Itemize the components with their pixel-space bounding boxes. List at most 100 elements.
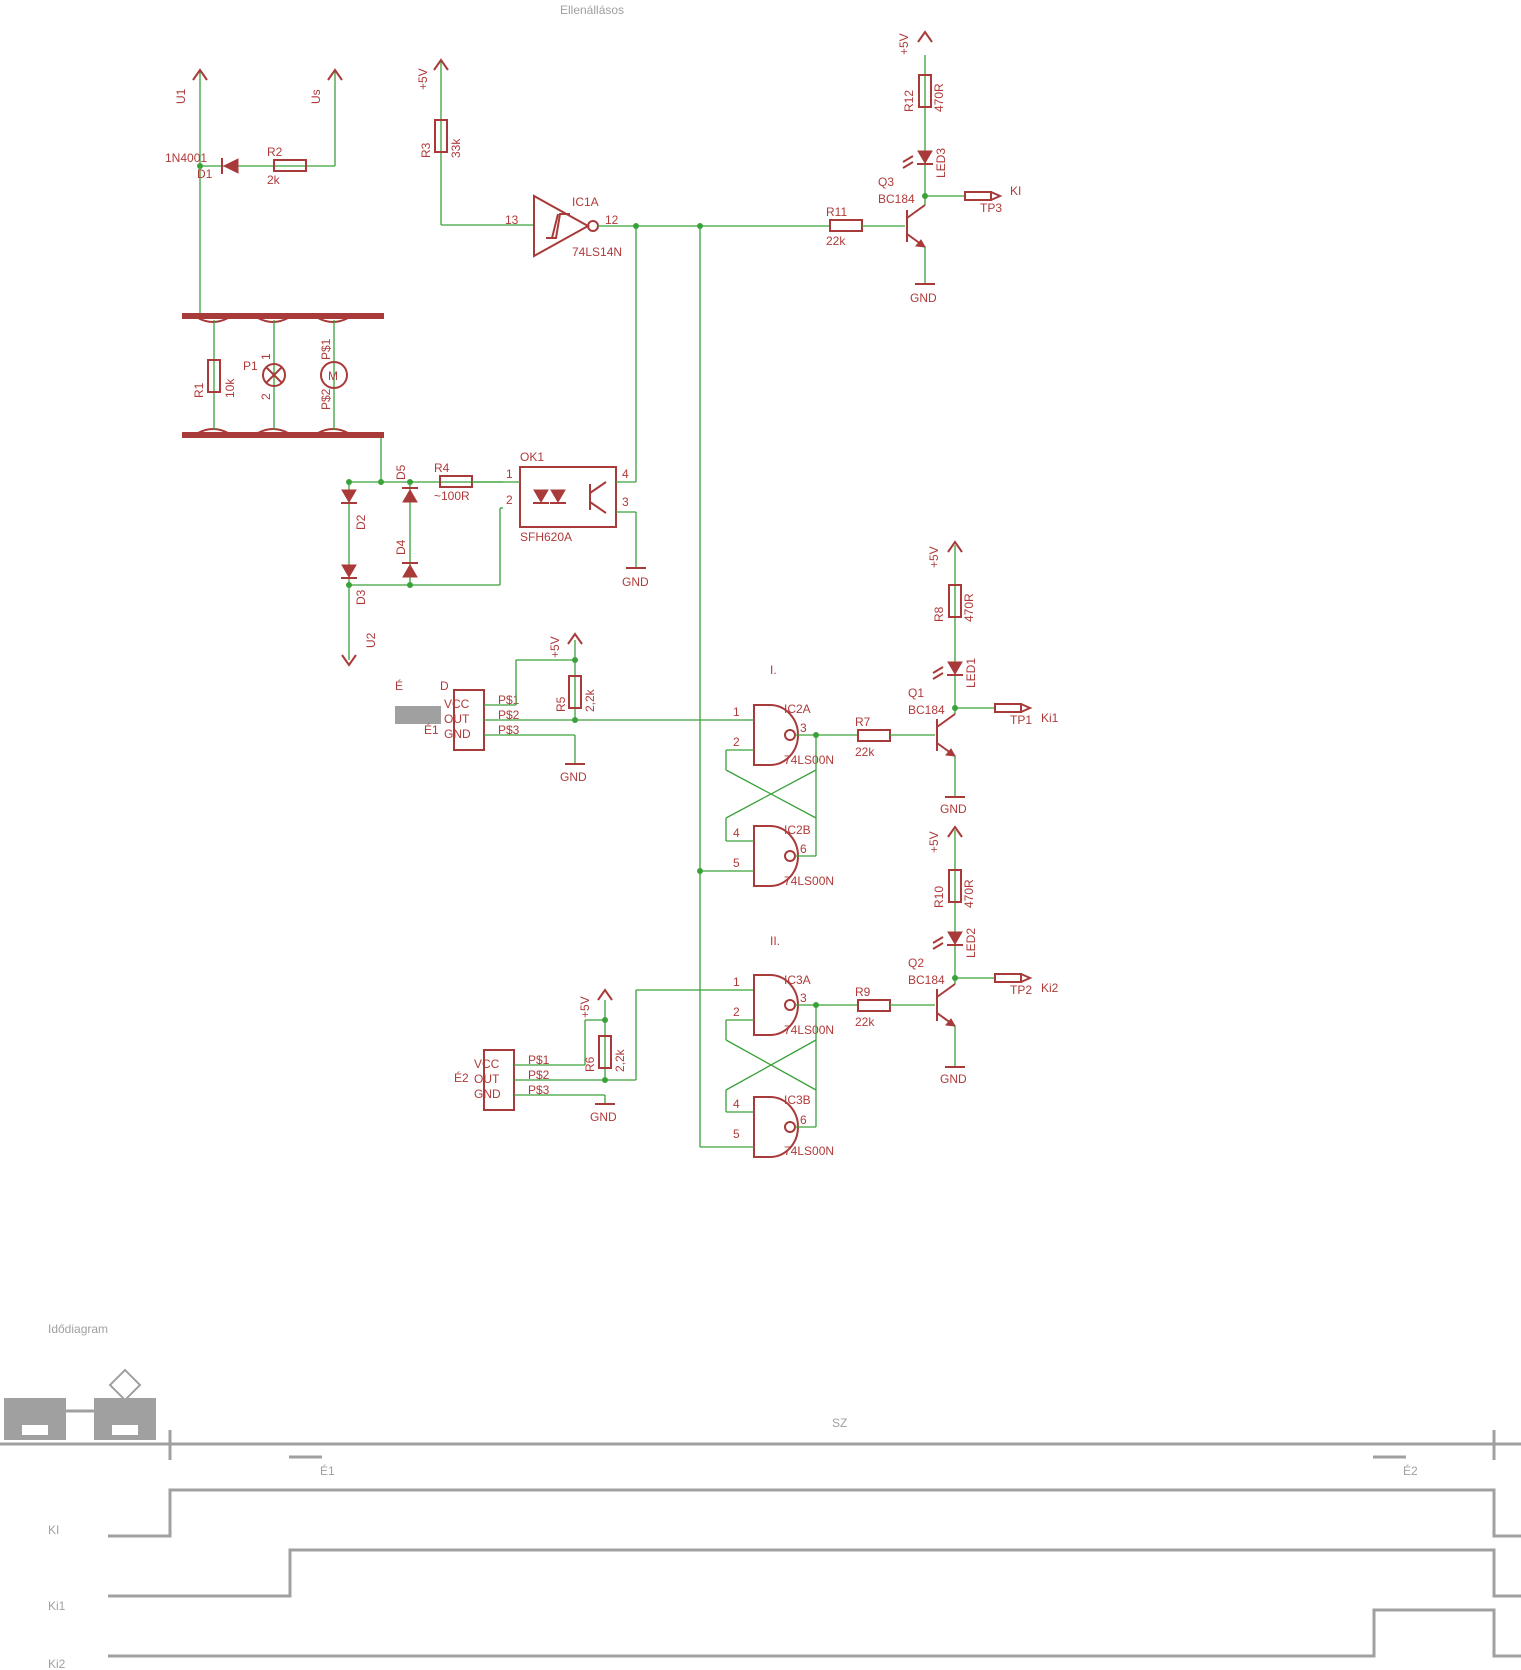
- svg-text:+5V: +5V: [578, 996, 592, 1018]
- svg-text:74LS14N: 74LS14N: [572, 245, 622, 259]
- svg-text:1: 1: [733, 705, 740, 719]
- svg-text:2: 2: [733, 1005, 740, 1019]
- svg-text:LED3: LED3: [934, 148, 948, 178]
- svg-text:R4: R4: [434, 461, 450, 475]
- svg-text:BC184: BC184: [908, 973, 945, 987]
- svg-text:+5V: +5V: [548, 636, 562, 658]
- svg-text:Ki1: Ki1: [1041, 711, 1059, 725]
- latch1-label: I.: [770, 663, 777, 677]
- svg-text:VCC: VCC: [444, 697, 470, 711]
- svg-text:VCC: VCC: [474, 1057, 500, 1071]
- svg-text:74LS00N: 74LS00N: [784, 1144, 834, 1158]
- svg-text:D2: D2: [354, 514, 368, 530]
- diode-d3: D3: [341, 564, 368, 605]
- signal-ki2: Ki2: [48, 1608, 1521, 1670]
- transistor-q3: Q3 BC184: [878, 175, 926, 248]
- svg-text:OK1: OK1: [520, 450, 544, 464]
- nand-ic3b: IC3B 74LS00N 4 5 6: [733, 1093, 834, 1158]
- svg-text:D: D: [440, 679, 449, 693]
- motor-m: M P$1 P$2: [319, 320, 348, 430]
- svg-text:74LS00N: 74LS00N: [784, 874, 834, 888]
- led2: LED2: [932, 928, 978, 958]
- svg-text:GND: GND: [444, 727, 471, 741]
- resistor-r6: R6 2,2k: [583, 1035, 627, 1072]
- latch2-label: II.: [770, 934, 780, 948]
- svg-text:GND: GND: [622, 575, 649, 589]
- svg-text:Ki2: Ki2: [1041, 981, 1059, 995]
- svg-text:P$1: P$1: [528, 1053, 550, 1067]
- svg-text:R5: R5: [554, 696, 568, 712]
- gnd-s1: GND: [560, 763, 587, 784]
- lamp-p1: P1 1 2: [243, 320, 286, 430]
- svg-text:470R: 470R: [962, 879, 976, 908]
- svg-text:P$2: P$2: [319, 388, 333, 410]
- track-line: SZ: [0, 1416, 1521, 1460]
- resistor-r8: R8 470R: [932, 584, 976, 622]
- optocoupler-ok1: OK1 SFH620A 1 2 4 3: [506, 450, 629, 544]
- gnd-q1: GND: [940, 796, 967, 816]
- diode-d4: D4: [394, 539, 418, 578]
- svg-text:R7: R7: [855, 715, 871, 729]
- signal-ki1: Ki1: [48, 1548, 1521, 1613]
- svg-text:R10: R10: [932, 886, 946, 908]
- svg-text:+5V: +5V: [897, 33, 911, 55]
- svg-text:É2: É2: [454, 1070, 469, 1085]
- resistor-r1: R1 10k: [192, 320, 237, 430]
- svg-text:LED2: LED2: [964, 928, 978, 958]
- svg-text:4: 4: [622, 467, 629, 481]
- svg-text:GND: GND: [590, 1110, 617, 1124]
- svg-text:1: 1: [733, 975, 740, 989]
- svg-text:P$1: P$1: [319, 338, 333, 360]
- svg-text:GND: GND: [474, 1087, 501, 1101]
- svg-text:OUT: OUT: [444, 712, 470, 726]
- svg-text:M: M: [328, 369, 338, 383]
- vcc-r3: +5V: [416, 58, 449, 90]
- svg-text:P$2: P$2: [528, 1068, 550, 1082]
- svg-text:22k: 22k: [855, 745, 875, 759]
- svg-text:~100R: ~100R: [434, 489, 470, 503]
- sensor-marker-e1: É1: [289, 1455, 335, 1478]
- svg-text:33k: 33k: [449, 138, 463, 158]
- svg-text:R9: R9: [855, 985, 871, 999]
- testpoint-tp2: TP2 Ki2: [994, 973, 1059, 997]
- svg-text:D4: D4: [394, 539, 408, 555]
- resistor-r2: R2 2k: [267, 145, 307, 187]
- resistor-r11: R11 22k: [826, 205, 863, 248]
- svg-text:R6: R6: [583, 1056, 597, 1072]
- svg-text:4: 4: [733, 1097, 740, 1111]
- svg-text:2: 2: [733, 735, 740, 749]
- svg-text:22k: 22k: [855, 1015, 875, 1029]
- svg-text:4: 4: [733, 826, 740, 840]
- svg-text:P1: P1: [243, 359, 258, 373]
- nand-ic2a: IC2A 74LS00N 1 2 3: [733, 702, 834, 767]
- svg-text:D5: D5: [394, 464, 408, 480]
- vcc-r12: +5V: [897, 30, 933, 55]
- svg-text:P$3: P$3: [528, 1083, 550, 1097]
- svg-text:2: 2: [259, 393, 273, 400]
- resistor-r12: R12 470R: [902, 74, 946, 112]
- bus-clips: [197, 317, 349, 434]
- sensor-marker-e2: É2: [1373, 1455, 1418, 1478]
- svg-text:10k: 10k: [223, 378, 237, 398]
- gnd-q3: GND: [910, 283, 937, 305]
- svg-text:P$3: P$3: [498, 723, 520, 737]
- signal-ki: KI: [48, 1488, 1521, 1538]
- u1-label: U1: [174, 88, 188, 104]
- svg-text:1: 1: [259, 353, 273, 360]
- svg-text:R8: R8: [932, 606, 946, 622]
- svg-text:SFH620A: SFH620A: [520, 530, 572, 544]
- train-icon: [4, 1368, 156, 1440]
- svg-text:U2: U2: [364, 632, 378, 648]
- svg-text:2: 2: [506, 493, 513, 507]
- svg-text:KI: KI: [48, 1523, 59, 1537]
- svg-text:GND: GND: [560, 770, 587, 784]
- svg-text:R12: R12: [902, 90, 916, 112]
- testpoint-tp1: TP1 Ki1: [994, 703, 1059, 727]
- svg-text:TP3: TP3: [980, 201, 1002, 215]
- gnd-q2: GND: [940, 1066, 967, 1086]
- svg-text:R1: R1: [192, 382, 206, 398]
- svg-text:Ki2: Ki2: [48, 1657, 66, 1670]
- svg-text:74LS00N: 74LS00N: [784, 753, 834, 767]
- u1-rail: U1: [174, 68, 208, 316]
- schematic-title: Ellenállásos: [560, 3, 624, 17]
